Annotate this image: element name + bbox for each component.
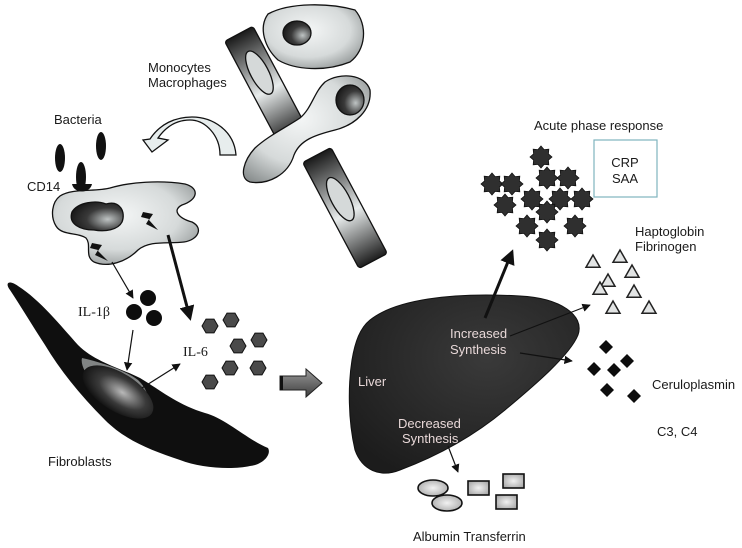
crp-saa-molecule [535, 200, 559, 224]
il6-molecule [221, 360, 239, 376]
il6-molecule [250, 332, 268, 348]
crp-saa-molecule [563, 214, 587, 238]
arrow-liver-to-ceruloplasmin [519, 352, 573, 365]
label-fibroblasts: Fibroblasts [48, 454, 112, 469]
il1b-molecules [126, 290, 162, 326]
il1b-molecule [140, 290, 156, 306]
ceruloplasmin-molecule [627, 389, 641, 403]
arrow-fibroblast-to-il6 [141, 363, 181, 389]
haptoglobin-fibrinogen-molecule [625, 283, 643, 298]
rod-cell-lower [303, 147, 387, 269]
crp-saa-molecule [515, 214, 539, 238]
crp-saa-molecule [535, 228, 559, 252]
il6-molecules [201, 312, 268, 390]
arrow-liver-to-haptoglobin [509, 303, 591, 337]
crp-saa-molecule [570, 187, 594, 211]
crp-saa-molecule [493, 193, 517, 217]
transferrin-molecule [467, 480, 490, 496]
macrophage-nucleus [335, 84, 365, 116]
ceruloplasmin-molecule [587, 362, 601, 376]
il6-molecule [201, 318, 219, 334]
arrow-il1b-to-fibroblast [123, 329, 134, 371]
transferrin-molecule [502, 473, 525, 489]
cd14-receptor [72, 184, 92, 192]
label-monocytes: Monocytes [148, 60, 211, 75]
haptoglobin-fibrinogen-molecule [604, 299, 622, 314]
fibroblast-nucleus [82, 365, 154, 419]
label-liver: Liver [358, 374, 387, 389]
label-il1b: IL-1β [78, 305, 110, 320]
arrow-macrophage-to-il6 [166, 234, 195, 321]
il1b-molecule [126, 304, 142, 320]
albumin-molecule [431, 494, 463, 512]
crp-saa-molecules [480, 145, 594, 252]
crp-saa-molecule [480, 172, 504, 196]
haptoglobin-fibrinogen-molecule [611, 248, 629, 263]
ceruloplasmin-molecules [587, 340, 641, 403]
label-fibrinogen: Fibrinogen [635, 239, 696, 254]
haptoglobin-fibrinogen-molecule [584, 253, 602, 268]
haptoglobin-fibrinogen-molecule [640, 299, 658, 314]
label-albumin-transferrin: Albumin Transferrin [413, 529, 526, 544]
crp-saa-molecule [500, 172, 524, 196]
label-il6: IL-6 [183, 345, 208, 360]
transferrin-molecule [495, 494, 518, 510]
label-saa: SAA [612, 171, 638, 186]
crp-saa-box: CRP SAA [593, 139, 658, 198]
macrophage-nucleus [70, 201, 124, 232]
liver-group: Liver Increased Synthesis Decreased Synt… [348, 294, 580, 474]
label-acute-phase: Acute phase response [534, 118, 663, 133]
fibroblast-cell [7, 282, 269, 468]
bacterium [96, 132, 106, 160]
liver-organ [348, 294, 580, 474]
crp-saa-molecule [535, 166, 559, 190]
haptoglobin-fibrinogen-molecules [584, 248, 658, 314]
fibroblast-group: Fibroblasts [7, 282, 269, 469]
label-increased-1: Increased [450, 326, 507, 341]
monocyte-nucleus [282, 20, 312, 46]
label-cd14: CD14 [27, 179, 60, 194]
label-c3-c4: C3, C4 [657, 424, 697, 439]
haptoglobin-fibrinogen-molecule [599, 272, 617, 287]
signal-bolt-icon [90, 243, 108, 261]
arrow-liver-to-albumin [447, 445, 460, 473]
label-ceruloplasmin: Ceruloplasmin [652, 377, 735, 392]
il1b-group: IL-1β [78, 305, 110, 320]
il6-molecule [201, 374, 219, 390]
label-bacteria: Bacteria [54, 112, 102, 127]
il6-molecule [249, 360, 267, 376]
il1b-molecule [146, 310, 162, 326]
ceruloplasmin-molecule [600, 383, 614, 397]
monocyte-cell [262, 4, 365, 70]
label-decreased-1: Decreased [398, 416, 461, 431]
bacterium [55, 144, 65, 172]
label-increased-2: Synthesis [450, 342, 507, 357]
haptoglobin-fibrinogen-molecule [591, 280, 609, 295]
block-arrow-to-liver [279, 367, 323, 399]
signal-bolt-icon [141, 212, 158, 230]
curved-arrow-to-macrophage [141, 116, 237, 156]
haptoglobin-fibrinogen-molecule [623, 263, 641, 278]
label-decreased-2: Synthesis [402, 431, 459, 446]
ceruloplasmin-molecule [599, 340, 613, 354]
ceruloplasmin-molecule [607, 363, 621, 377]
ceruloplasmin-molecule [620, 354, 634, 368]
arrow-macrophage-to-il1b [111, 261, 134, 299]
il6-molecule [229, 338, 247, 354]
arrow-liver-to-crp-saa [483, 249, 515, 319]
monocytes-macrophages-cluster: Monocytes Macrophages [148, 4, 387, 269]
activated-macrophage-group: CD14 [27, 179, 200, 265]
il6-molecule [222, 312, 240, 328]
bacteria-group: Bacteria [54, 112, 106, 192]
albumin-transferrin-molecules [417, 473, 525, 512]
label-crp: CRP [611, 155, 638, 170]
albumin-molecule [417, 479, 449, 497]
crp-saa-molecule [556, 166, 580, 190]
label-macrophages: Macrophages [148, 75, 227, 90]
label-haptoglobin: Haptoglobin [635, 224, 704, 239]
crp-saa-molecule [529, 145, 553, 169]
crp-saa-molecule [520, 187, 544, 211]
